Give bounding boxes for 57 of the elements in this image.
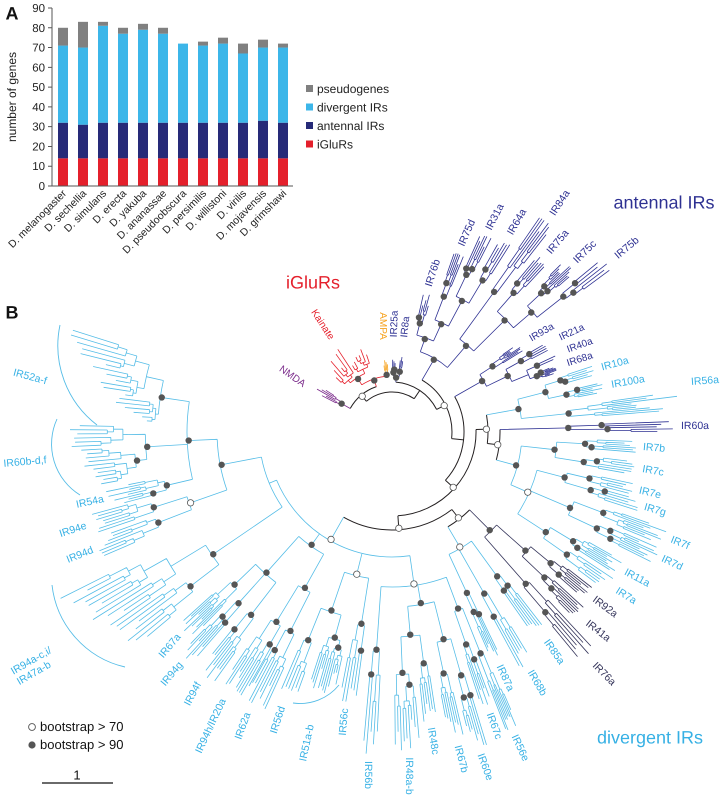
clade-label: IR67b <box>452 744 470 774</box>
clade-label: IR56b <box>362 760 374 790</box>
clade-label: IR48a-b <box>402 757 416 795</box>
tick-label: 90 <box>32 3 45 15</box>
group-label: divergent IRs <box>596 728 704 748</box>
tick-label: 10 <box>32 161 45 174</box>
clade-label: IR56e <box>508 732 532 764</box>
clade-label: IR60b-d,f <box>2 454 48 470</box>
tick-label: 40 <box>32 102 45 114</box>
clade-label: IR48c <box>424 726 442 756</box>
clade-label: IR52a-f <box>12 366 48 388</box>
tick-label: 30 <box>32 122 45 134</box>
legend-label: bootstrap > 70 <box>40 719 124 734</box>
legend-label: iGluRs <box>317 138 354 152</box>
clade-label: AMPA <box>376 312 388 340</box>
clade-label: IR75d <box>456 218 478 248</box>
legend-label: antennal IRs <box>317 119 384 133</box>
legend-label: divergent IRs <box>317 100 388 114</box>
clade-label: IR94d <box>64 544 96 566</box>
clade-label: IR10a <box>600 354 630 374</box>
clade-label: IR56c <box>336 708 352 736</box>
clade-label: IR67c <box>484 711 504 741</box>
legend-label: pseudogenes <box>317 82 390 96</box>
tick-label: 50 <box>32 82 45 94</box>
clade-label: IR100a <box>610 373 646 391</box>
clade-label: IR56d <box>268 704 288 736</box>
clade-label: IR7e <box>638 484 662 502</box>
clade-label: IR60a <box>680 420 710 432</box>
clade-label: IR7g <box>642 501 668 519</box>
clade-label: IR54a <box>75 493 105 511</box>
tick-label: 0 <box>38 181 45 193</box>
tick-label: 20 <box>32 141 45 154</box>
clade-label: IR93a <box>528 321 556 345</box>
tick-label: 60 <box>32 62 45 74</box>
clade-label: IR7b <box>642 441 666 455</box>
clade-label: IR56a <box>690 374 720 388</box>
legend-label: bootstrap > 90 <box>40 737 124 752</box>
clade-label: IR94e <box>58 520 88 540</box>
tick-label: 80 <box>32 22 45 35</box>
clade-label: IR8a <box>399 316 413 338</box>
clade-label: IR7f <box>668 534 692 552</box>
clade-label: IR7d <box>659 552 685 574</box>
panel-letter: A <box>6 4 18 24</box>
clade-label: IR76b <box>422 258 444 288</box>
axis-title: number of genes <box>5 52 19 142</box>
scale-label: 1 <box>73 768 81 784</box>
group-label: antennal IRs <box>613 192 715 214</box>
clade-label: IR60e <box>474 752 496 782</box>
tick-label: 70 <box>32 42 45 55</box>
clade-label: IR25a <box>388 310 401 338</box>
clade-label: IR87a <box>494 662 516 694</box>
clade-label: IR51a-b <box>297 723 317 763</box>
clade-label: IR62a <box>232 710 254 742</box>
clade-label: IR7c <box>641 463 665 479</box>
panel-letter: B <box>6 302 18 324</box>
clade-label: IR7a <box>613 585 639 607</box>
group-label: iGluRs <box>286 272 340 294</box>
